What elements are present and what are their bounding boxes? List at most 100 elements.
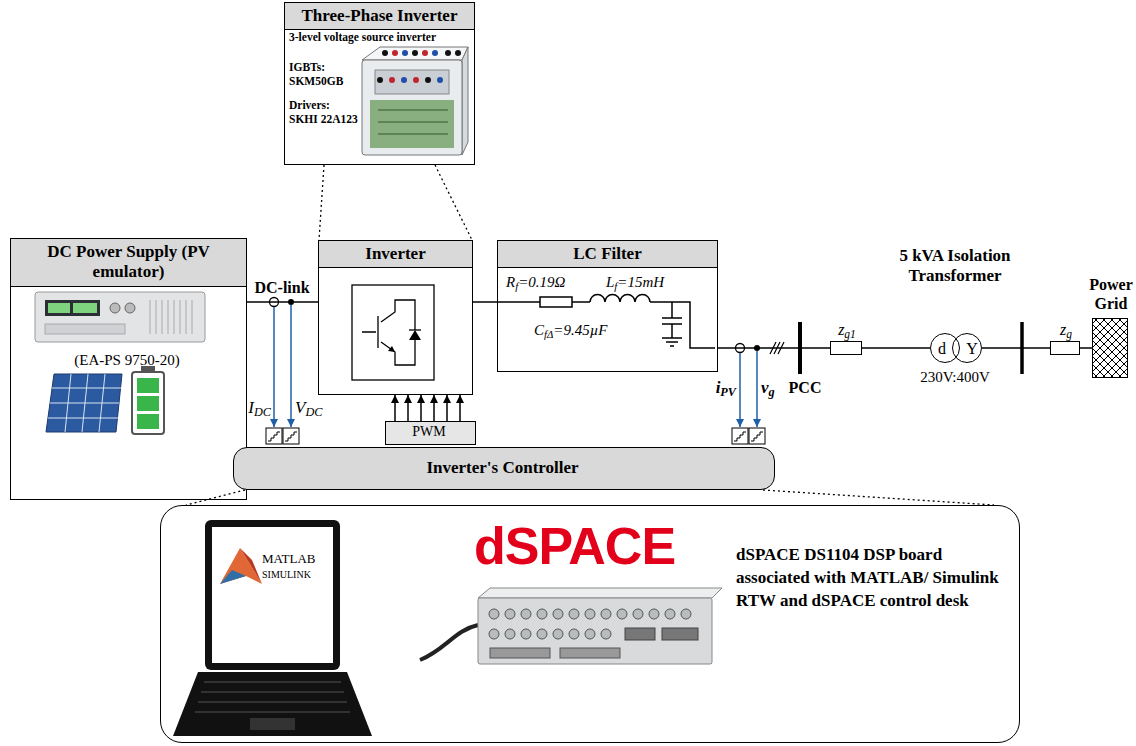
dspace-board bbox=[537, 629, 547, 639]
dspace-board bbox=[633, 609, 643, 619]
logo-text: MATLAB bbox=[262, 551, 332, 567]
dspace-board bbox=[521, 609, 531, 619]
zoom-leader bbox=[763, 490, 994, 505]
battery-icon bbox=[137, 378, 159, 393]
pwm-box: PWM bbox=[385, 421, 476, 445]
component-label: 5 kVA Isolation Transformer bbox=[880, 246, 1030, 287]
dspace-board bbox=[420, 625, 478, 660]
wire bbox=[1080, 347, 1092, 349]
dspace-board bbox=[625, 628, 655, 640]
power-supply-device bbox=[35, 292, 205, 342]
transformer-winding: d bbox=[930, 333, 960, 363]
subscript: f bbox=[614, 280, 617, 292]
dspace-board bbox=[505, 609, 515, 619]
inverter-photo bbox=[362, 60, 462, 155]
wire bbox=[862, 348, 930, 349]
box-heading: Three-Phase Inverter bbox=[285, 3, 474, 30]
logo-text: SIMULINK bbox=[262, 569, 332, 581]
switch-symbol bbox=[409, 329, 421, 330]
dspace-board bbox=[490, 648, 550, 658]
dc-sensors bbox=[268, 432, 297, 441]
inverter-photo bbox=[413, 77, 419, 83]
power-supply-device bbox=[45, 324, 125, 334]
wire bbox=[982, 347, 1050, 349]
wire bbox=[407, 395, 409, 421]
dspace-board bbox=[649, 609, 659, 619]
inverter-photo bbox=[362, 47, 468, 155]
matlab-logo bbox=[220, 548, 262, 584]
dspace-board bbox=[505, 629, 515, 639]
dspace-board bbox=[478, 598, 712, 664]
wire bbox=[459, 395, 461, 421]
wire bbox=[247, 301, 318, 303]
dspace-board bbox=[553, 629, 563, 639]
impedance-box: zg bbox=[1050, 341, 1080, 355]
filter-circuit bbox=[590, 295, 650, 302]
box-text: Inverter's Controller bbox=[234, 458, 771, 478]
inverter-photo bbox=[382, 50, 388, 56]
switch-symbol bbox=[362, 300, 415, 365]
inverter-photo bbox=[378, 110, 448, 134]
laptop-icon bbox=[173, 672, 372, 736]
solar-panel bbox=[46, 374, 122, 432]
inverter-photo bbox=[432, 50, 438, 56]
signal-name: VDC bbox=[295, 398, 325, 418]
power-supply-device bbox=[35, 292, 205, 342]
bus-label: PCC bbox=[783, 378, 827, 397]
box-text: Rf=0.19Ω bbox=[506, 273, 565, 291]
component-box: Three-Phase Inverter3-level voltage sour… bbox=[284, 2, 475, 165]
subscript: PV bbox=[720, 385, 736, 399]
component-box: DC Power Supply (PV emulator)(EA-PS 9750… bbox=[10, 238, 247, 500]
grid-hatch bbox=[1092, 318, 1128, 378]
zoom-leader bbox=[186, 490, 245, 505]
controller-box: Inverter's Controller bbox=[233, 447, 775, 490]
battery-icon bbox=[137, 414, 159, 429]
filter-circuit bbox=[497, 295, 715, 348]
power-supply-device bbox=[48, 303, 70, 313]
inverter-photo bbox=[377, 77, 383, 83]
dspace-board bbox=[662, 628, 698, 640]
inverter-photo bbox=[425, 77, 431, 83]
grid-box: Power Grid bbox=[1092, 318, 1128, 378]
inverter-photo bbox=[389, 77, 395, 83]
subscript: g bbox=[769, 385, 775, 399]
dspace-board bbox=[489, 609, 691, 639]
solar-panel bbox=[48, 374, 121, 432]
dspace-board bbox=[569, 609, 579, 619]
inverter-photo bbox=[362, 47, 468, 60]
dspace-board bbox=[560, 648, 620, 658]
laptop-icon bbox=[195, 682, 350, 712]
subscript: DC bbox=[305, 405, 322, 419]
grid-sensors bbox=[734, 432, 763, 441]
switch-symbol bbox=[352, 285, 434, 380]
solar-panel bbox=[46, 374, 122, 432]
wire bbox=[1080, 348, 1092, 349]
inverter-photo bbox=[401, 77, 407, 83]
dspace-board bbox=[585, 609, 595, 619]
box-heading: Inverter bbox=[319, 241, 472, 268]
impedance-box: zg1 bbox=[830, 341, 862, 355]
logo-text: dSPACE bbox=[474, 515, 714, 577]
signal-name: IDC bbox=[236, 398, 271, 418]
inverter-photo bbox=[412, 50, 418, 56]
signal-name: iPV bbox=[700, 378, 736, 398]
subscript: fΔ bbox=[544, 328, 553, 340]
inverter-photo bbox=[445, 50, 451, 56]
dspace-board bbox=[665, 609, 675, 619]
wire bbox=[394, 395, 396, 421]
grid-sensors bbox=[732, 342, 784, 444]
power-supply-device bbox=[150, 300, 192, 334]
box-text: Drivers: SKHI 22A123 bbox=[289, 99, 361, 127]
inverter-photo bbox=[375, 70, 449, 94]
wire bbox=[247, 302, 318, 303]
zoom-leader bbox=[319, 165, 324, 240]
subscript: g bbox=[1066, 328, 1072, 340]
box-text: dSPACE DS1104 DSP board associated with … bbox=[736, 544, 1001, 613]
inverter-photo bbox=[437, 77, 443, 83]
filter-circuit bbox=[662, 302, 682, 346]
inverter-photo bbox=[402, 50, 408, 56]
box-text: zg bbox=[1044, 320, 1088, 339]
zoom-leader bbox=[435, 165, 472, 240]
transformer-winding: Y bbox=[952, 333, 982, 363]
box-text: zg1 bbox=[825, 320, 869, 339]
